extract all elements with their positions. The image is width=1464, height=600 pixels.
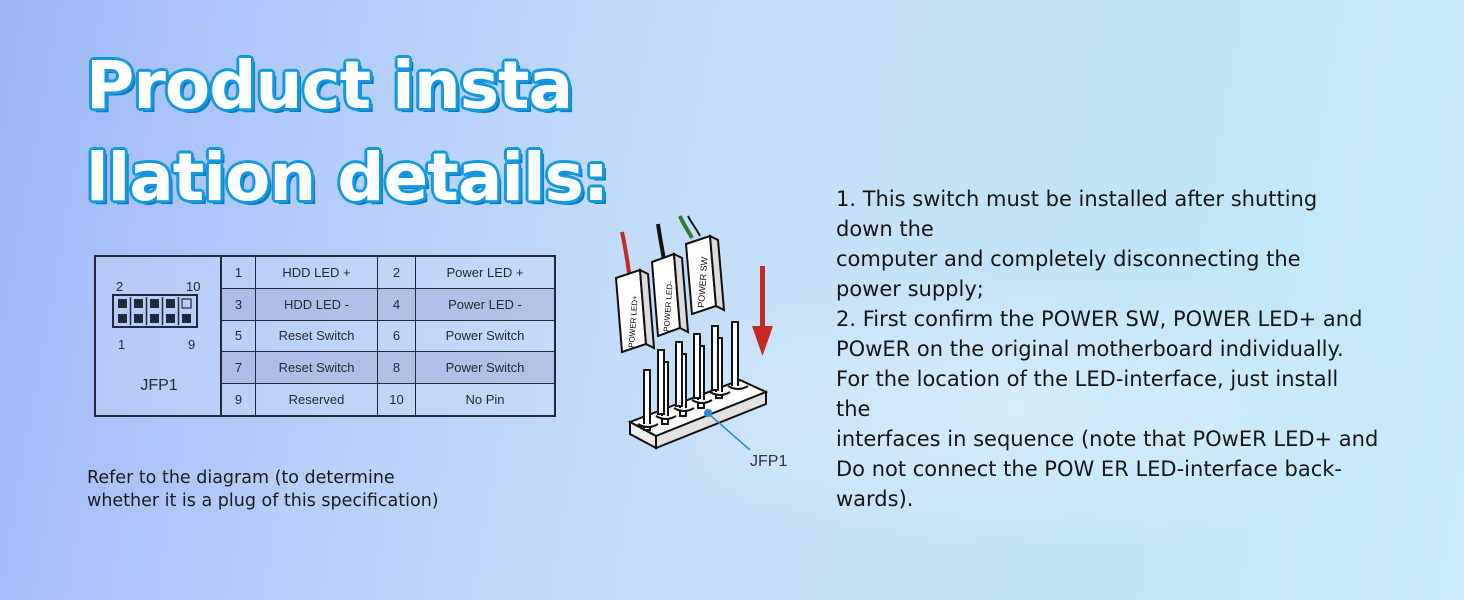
caption-line-1: Refer to the diagram (to determine: [87, 468, 395, 488]
pin-function: HDD LED +: [256, 257, 378, 289]
pin-function: Power LED +: [446, 265, 524, 281]
pin-function: Reset Switch: [256, 351, 378, 384]
table-row: 1 HDD LED + 2 Power LED +: [222, 257, 554, 289]
instruction-line: interfaces in sequence (note that POwER …: [836, 427, 1379, 451]
jfp1-label: JFP1: [750, 453, 787, 470]
pin-number: 5: [222, 320, 256, 352]
instruction-line: computer and completely disconnecting th…: [836, 247, 1301, 271]
instruction-line: Do not connect the POW ER LED-interface …: [836, 457, 1342, 481]
pin-number: 9: [222, 383, 256, 415]
connector-label: JFP1: [140, 377, 178, 394]
pin-number: 7: [222, 351, 256, 384]
green-wire: [678, 215, 694, 239]
jfp1-pointer-line: [709, 414, 751, 451]
row-divider: [222, 351, 554, 352]
pin-header-icon: [112, 294, 198, 328]
row-divider: [222, 320, 554, 321]
pin-function: Reserved: [256, 383, 378, 415]
pin-number-bottom-left: 1: [118, 337, 126, 352]
plug-label-power-led-plus: POWER LED+: [627, 295, 640, 349]
installation-instructions: 1. This switch must be installed after s…: [836, 184, 1436, 514]
instruction-line: wards).: [836, 487, 914, 511]
plug-power-led-minus: POWER LED-: [650, 252, 690, 338]
table-row: 5 Reset Switch 6 Power Switch: [222, 320, 554, 352]
pin-number: 6: [378, 320, 416, 352]
instruction-line: POwER on the original motherboard indivi…: [836, 337, 1344, 361]
pin-function: Power Switch: [445, 328, 525, 344]
jfp1-pin-table: 2 10 1 9 JFP1 1 HDD LED + 2 Power: [94, 255, 556, 417]
pin-number: 4: [378, 288, 416, 321]
page-title: Product insta llation details:: [86, 40, 609, 224]
pin-function: HDD LED -: [256, 288, 378, 321]
instruction-line: 2. First confirm the POWER SW, POWER LED…: [836, 307, 1363, 331]
motherboard-pin-header: [627, 321, 769, 450]
pin-function: Power Switch: [445, 360, 525, 376]
black-wire: [656, 223, 666, 261]
pin-number-top-left: 2: [116, 279, 124, 294]
title-line-2: llation details:: [86, 139, 609, 216]
pin-function: No Pin: [465, 391, 505, 407]
row-divider: [222, 288, 554, 289]
pin-rows: 1 HDD LED + 2 Power LED + 3 HDD LED - 4 …: [222, 257, 554, 415]
plug-power-led-plus: POWER LED+: [614, 268, 656, 354]
pin-function: Power LED -: [448, 296, 522, 312]
header-illustration-cell: 2 10 1 9 JFP1: [96, 257, 222, 415]
instruction-line: 1. This switch must be installed after s…: [836, 187, 1318, 211]
table-row: 7 Reset Switch 8 Power Switch: [222, 351, 554, 384]
table-row: 9 Reserved 10 No Pin: [222, 383, 554, 415]
diagram-caption: Refer to the diagram (to determine wheth…: [87, 467, 507, 513]
pin-number: 10: [378, 383, 416, 415]
row-divider: [222, 383, 554, 384]
plug-label-power-led-minus: POWER LED-: [662, 281, 675, 333]
insert-direction-arrow: [752, 266, 773, 356]
table-row: 3 HDD LED - 4 Power LED -: [222, 288, 554, 321]
caption-line-2: whether it is a plug of this specificati…: [87, 491, 439, 511]
pin-number: 3: [222, 288, 256, 321]
plug-label-power-sw: POWER SW: [696, 256, 710, 308]
pin-number: 1: [222, 257, 256, 289]
connector-illustration: POWER LED+ POWER LED- POWER SW: [614, 215, 787, 470]
instruction-line: the: [836, 397, 871, 421]
pin-number: 8: [378, 351, 416, 384]
plug-power-sw: POWER SW: [684, 234, 726, 316]
instruction-line: power supply;: [836, 277, 984, 301]
instruction-line: down the: [836, 217, 934, 241]
pin-function: Reset Switch: [256, 320, 378, 352]
white-wire-outline: [687, 215, 701, 237]
title-line-1: Product insta: [86, 47, 573, 124]
pin-number: 2: [378, 257, 416, 289]
pin-number-bottom-right: 9: [188, 337, 196, 352]
instruction-line: For the location of the LED-interface, j…: [836, 367, 1339, 391]
pin-number-top-right: 10: [186, 279, 201, 294]
